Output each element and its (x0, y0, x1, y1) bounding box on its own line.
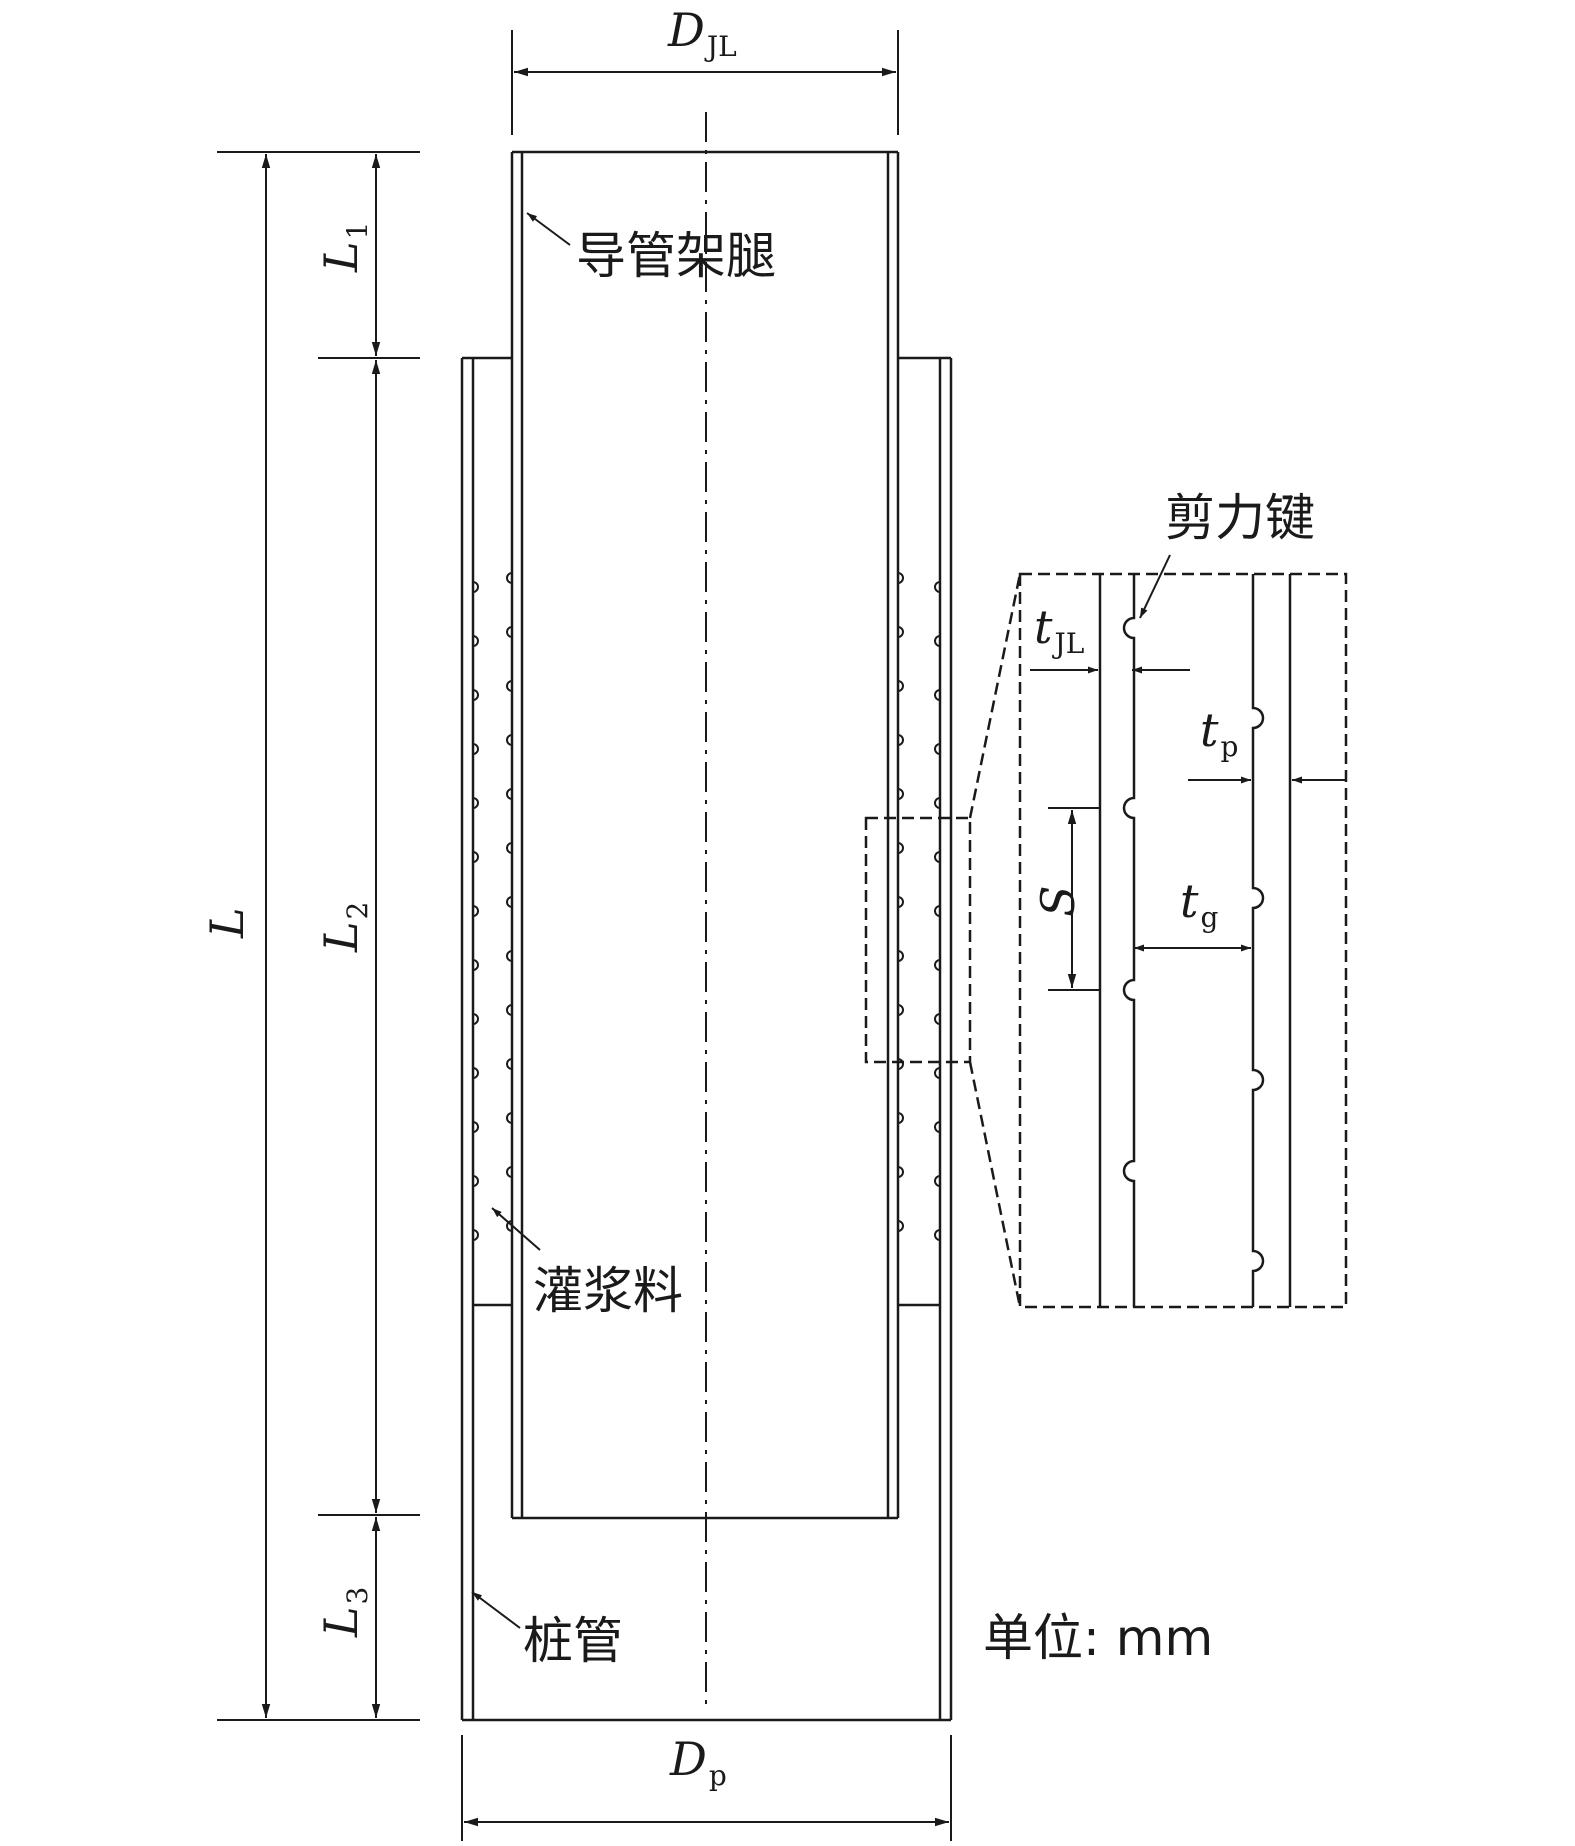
shear-key (934, 959, 941, 971)
shear-key (897, 1112, 904, 1124)
shear-key (506, 788, 513, 800)
shear-key (506, 680, 513, 692)
shear-key (897, 788, 904, 800)
symbol-d-jl: DJL (667, 3, 737, 63)
label-pile: 桩管 (523, 1612, 623, 1670)
shear-key (897, 680, 904, 692)
shear-key (472, 905, 479, 917)
shear-key (506, 1058, 513, 1070)
shear-key (472, 1121, 479, 1133)
detail-pile-inner-wall (1251, 574, 1265, 1307)
shear-key (934, 797, 941, 809)
shear-key (472, 635, 479, 647)
symbol-l3: L3 (314, 1587, 374, 1638)
shear-key (897, 896, 904, 908)
shear-key (472, 851, 479, 863)
shear-key (472, 959, 479, 971)
shear-key (897, 734, 904, 746)
shear-key (506, 572, 513, 584)
shear-key (897, 572, 904, 584)
label-jacket-leg: 导管架腿 (576, 227, 776, 285)
shear-key (506, 896, 513, 908)
dim-l-group (217, 151, 420, 1721)
shear-key (506, 734, 513, 746)
shear-key (897, 1220, 904, 1232)
detail-marker-box (864, 816, 972, 1064)
shear-key (934, 1013, 941, 1025)
leader-grout (491, 1207, 541, 1251)
symbol-t-g: tg (1180, 874, 1219, 934)
shear-key (506, 1220, 513, 1232)
shear-key (472, 689, 479, 701)
shear-key (897, 1004, 904, 1016)
detail-leader-top (968, 573, 1022, 819)
leader-jacket-leg (526, 212, 571, 246)
symbol-l1: L1 (314, 222, 374, 273)
shear-key (506, 1166, 513, 1178)
shear-key (934, 1175, 941, 1187)
symbol-s: S (1031, 885, 1085, 917)
shear-key (934, 689, 941, 701)
shear-key (472, 743, 479, 755)
label-unit: 单位: mm (983, 1609, 1213, 1667)
shear-key (897, 842, 904, 854)
symbol-l: L (200, 907, 254, 939)
shear-key (897, 1166, 904, 1178)
shear-key (897, 1058, 904, 1070)
dim-d-p (461, 1735, 952, 1841)
shear-key (934, 1121, 941, 1133)
shear-key (934, 905, 941, 917)
pile (460, 356, 953, 1722)
shear-key (934, 1067, 941, 1079)
symbol-d-p: Dp (669, 1732, 727, 1792)
label-shear-key: 剪力键 (1165, 489, 1315, 547)
leader-pile (471, 1591, 521, 1629)
shear-key (506, 842, 513, 854)
shear-key (472, 797, 479, 809)
shear-key (506, 1004, 513, 1016)
shear-key (472, 581, 479, 593)
symbol-t-p: tp (1200, 703, 1238, 763)
shear-key (934, 743, 941, 755)
shear-key (472, 1013, 479, 1025)
shear-key (934, 1229, 941, 1241)
shear-key (506, 950, 513, 962)
shear-key (506, 626, 513, 638)
leader-shear-key (1139, 554, 1171, 619)
label-grout: 灌浆料 (533, 1262, 683, 1320)
detail-jacket-inner-wall (1122, 574, 1136, 1307)
shear-key (934, 635, 941, 647)
detail-view (1018, 572, 1348, 1309)
detail-leader-bottom (968, 1061, 1022, 1308)
detail-dimensions (1030, 666, 1346, 991)
shear-key (506, 1112, 513, 1124)
shear-key (472, 1175, 479, 1187)
symbol-t-jl: tJL (1034, 600, 1084, 660)
shear-key (897, 950, 904, 962)
shear-key (934, 851, 941, 863)
shear-key (897, 626, 904, 638)
symbol-l2: L2 (314, 902, 374, 953)
shear-key (472, 1229, 479, 1241)
shear-key (472, 1067, 479, 1079)
dim-d-jl (511, 30, 899, 135)
jacket-leg (510, 150, 900, 1520)
shear-key (934, 581, 941, 593)
